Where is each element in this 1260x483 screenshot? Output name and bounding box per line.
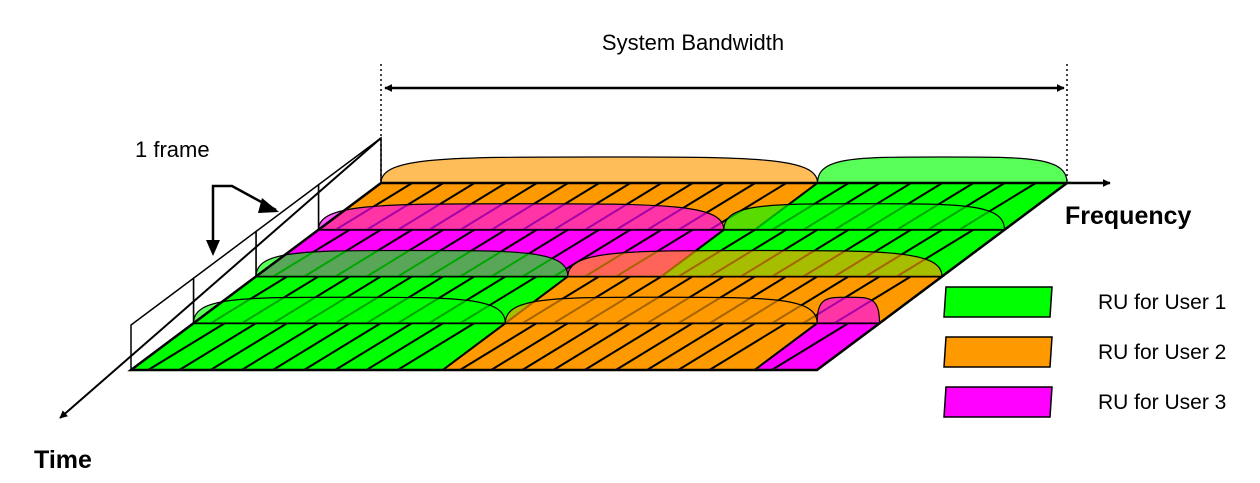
subchannel-divider xyxy=(147,322,226,371)
grid-outline xyxy=(127,181,1071,372)
subchannel-divider xyxy=(459,322,538,371)
frame-bracket-right-arrowhead xyxy=(258,198,279,213)
subchannel-divider xyxy=(708,322,787,371)
frame-annotation: 1 frame xyxy=(135,137,279,256)
time-axis: Time xyxy=(34,137,382,474)
ru-block-user-2 xyxy=(439,296,821,371)
legend-swatch xyxy=(943,336,1053,368)
legend-swatch xyxy=(943,286,1053,318)
subchannel-divider xyxy=(771,322,849,371)
time-axis-label: Time xyxy=(34,446,92,474)
ru-hump-user-1 xyxy=(816,156,1068,184)
ru-hump-user-2 xyxy=(380,156,819,184)
subchannel-divider xyxy=(646,322,725,371)
subchannel-divider xyxy=(365,322,444,371)
ru-hump-user-2 xyxy=(567,249,943,278)
subchannel-divider xyxy=(272,322,350,371)
system-bandwidth-marker: System Bandwidth xyxy=(380,30,1068,182)
subchannel-divider xyxy=(241,322,319,371)
subchannel-divider xyxy=(303,322,382,371)
subchannel-divider xyxy=(709,182,787,231)
subchannel-divider xyxy=(397,322,475,371)
frame-bracket-down-arrowhead xyxy=(206,240,220,256)
time-axis-arrow xyxy=(59,137,382,419)
subchannel-divider xyxy=(334,322,413,371)
legend-label: RU for User 1 xyxy=(1098,291,1226,314)
subchannel-divider xyxy=(552,322,631,371)
ru-hump-user-3 xyxy=(816,296,881,324)
legend-swatch xyxy=(943,386,1053,418)
ru-block-user-1 xyxy=(127,296,509,371)
legend-item: RU for User 3 xyxy=(943,386,1226,418)
legend-label: RU for User 3 xyxy=(1098,391,1226,414)
ru-block-user-3 xyxy=(751,296,883,371)
ru-hump-user-1 xyxy=(255,249,569,278)
subchannel-divider xyxy=(490,322,569,371)
ru-hump-user-3 xyxy=(317,203,725,231)
subchannel-divider xyxy=(209,322,288,371)
subchannel-divider xyxy=(584,322,662,371)
subchannel-divider xyxy=(615,322,693,371)
ru-hump-user-1 xyxy=(723,203,1006,231)
frame-bracket-line xyxy=(211,184,277,253)
legend-item: RU for User 2 xyxy=(943,336,1226,368)
legend-item: RU for User 1 xyxy=(943,286,1226,318)
legend: RU for User 1 RU for User 2 RU for User 3 xyxy=(943,286,1226,418)
system-bandwidth-label: System Bandwidth xyxy=(602,30,784,55)
subchannel-divider xyxy=(178,322,257,371)
resource-grid xyxy=(127,156,1071,372)
one-frame-label: 1 frame xyxy=(135,137,210,162)
legend-label: RU for User 2 xyxy=(1098,341,1226,364)
ru-hump-user-2 xyxy=(504,296,818,324)
frequency-axis: Frequency xyxy=(1065,179,1192,230)
frequency-axis-label: Frequency xyxy=(1065,202,1192,230)
subchannel-divider xyxy=(677,322,756,371)
frame-boxes xyxy=(130,136,382,372)
subchannel-divider xyxy=(521,322,600,371)
ru-hump-user-1 xyxy=(192,296,506,324)
